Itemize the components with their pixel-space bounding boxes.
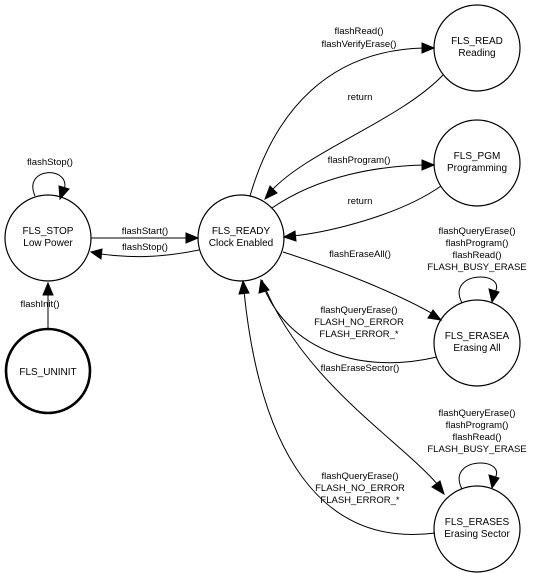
edge-uninit-to-stop: flashInit() (20, 281, 60, 329)
edge-read-return: return (264, 74, 444, 201)
edge-stop-self: flashStop() (27, 157, 73, 201)
edge-label: flashProgram() (446, 420, 509, 431)
edge-label: FLASH_BUSY_ERASE (427, 262, 526, 273)
edge-label: return (348, 92, 373, 103)
edge-label: flashRead() (452, 250, 501, 261)
edge-label: flashStop() (122, 242, 168, 253)
edge-erases-return: flashQueryErase() FLASH_NO_ERROR FLASH_E… (238, 279, 436, 535)
edge-ready-to-erasea: flashEraseAll() (282, 249, 443, 321)
edge-label: flashVerifyErase() (322, 39, 397, 50)
edge-label: flashRead() (452, 432, 501, 443)
edge-erasea-return: flashQueryErase() FLASH_NO_ERROR FLASH_E… (258, 278, 438, 364)
edge-pgm-return: return (282, 185, 442, 242)
state-fls-pgm: FLS_PGM Programming (433, 119, 521, 207)
state-name: FLS_PGM (454, 151, 501, 162)
state-fls-erasea: FLS_ERASEA Erasing All (433, 299, 521, 387)
state-subtitle: Programming (447, 163, 507, 174)
edge-label: FLASH_NO_ERROR (315, 483, 405, 494)
edge-label: return (348, 196, 373, 207)
edge-ready-to-stop: flashStop() (89, 242, 200, 260)
state-subtitle: Erasing All (453, 343, 500, 354)
edge-label: flashProgram() (328, 155, 391, 166)
edge-label: flashStop() (27, 157, 73, 168)
state-name: FLS_UNINIT (19, 367, 76, 378)
edge-ready-to-erases: flashEraseSector() (261, 279, 445, 496)
edge-erasea-self: flashQueryErase() flashProgram() flashRe… (427, 226, 527, 304)
edge-label: flashRead() (334, 26, 383, 37)
state-subtitle: Erasing Sector (444, 529, 510, 540)
state-subtitle: Clock Enabled (209, 238, 273, 249)
state-fls-uninit: FLS_UNINIT (4, 327, 92, 415)
edge-label: flashEraseSector() (321, 363, 400, 374)
state-fls-stop: FLS_STOP Low Power (4, 194, 92, 282)
edge-label: flashQueryErase() (321, 471, 398, 482)
edge-label: flashStart() (122, 226, 168, 237)
state-name: FLS_READ (451, 36, 503, 47)
edge-label: FLASH_ERROR_* (319, 329, 398, 340)
edge-label: flashInit() (20, 299, 59, 310)
edge-label: flashQueryErase() (438, 226, 515, 237)
state-name: FLS_READY (212, 226, 271, 237)
state-name: FLS_ERASES (445, 517, 510, 528)
state-fls-read: FLS_READ Reading (433, 4, 521, 92)
state-subtitle: Reading (458, 48, 495, 59)
state-subtitle: Low Power (23, 238, 73, 249)
state-name: FLS_ERASEA (445, 331, 510, 342)
edge-erases-self: flashQueryErase() flashProgram() flashRe… (427, 408, 527, 490)
state-fls-erases: FLS_ERASES Erasing Sector (433, 485, 521, 573)
state-fls-ready: FLS_READY Clock Enabled (197, 194, 285, 282)
edge-label: FLASH_BUSY_ERASE (427, 444, 526, 455)
edge-label: flashQueryErase() (438, 408, 515, 419)
edge-ready-to-read: flashRead() flashVerifyErase() (249, 26, 436, 197)
edge-label: flashProgram() (446, 238, 509, 249)
edge-ready-to-pgm: flashProgram() (271, 155, 436, 209)
edge-label: flashQueryErase() (320, 305, 397, 316)
edge-label: FLASH_NO_ERROR (314, 317, 404, 328)
edge-label: FLASH_ERROR_* (320, 495, 399, 506)
state-name: FLS_STOP (23, 226, 74, 237)
edge-stop-to-ready: flashStart() (91, 226, 200, 244)
edge-label: flashEraseAll() (329, 249, 391, 260)
